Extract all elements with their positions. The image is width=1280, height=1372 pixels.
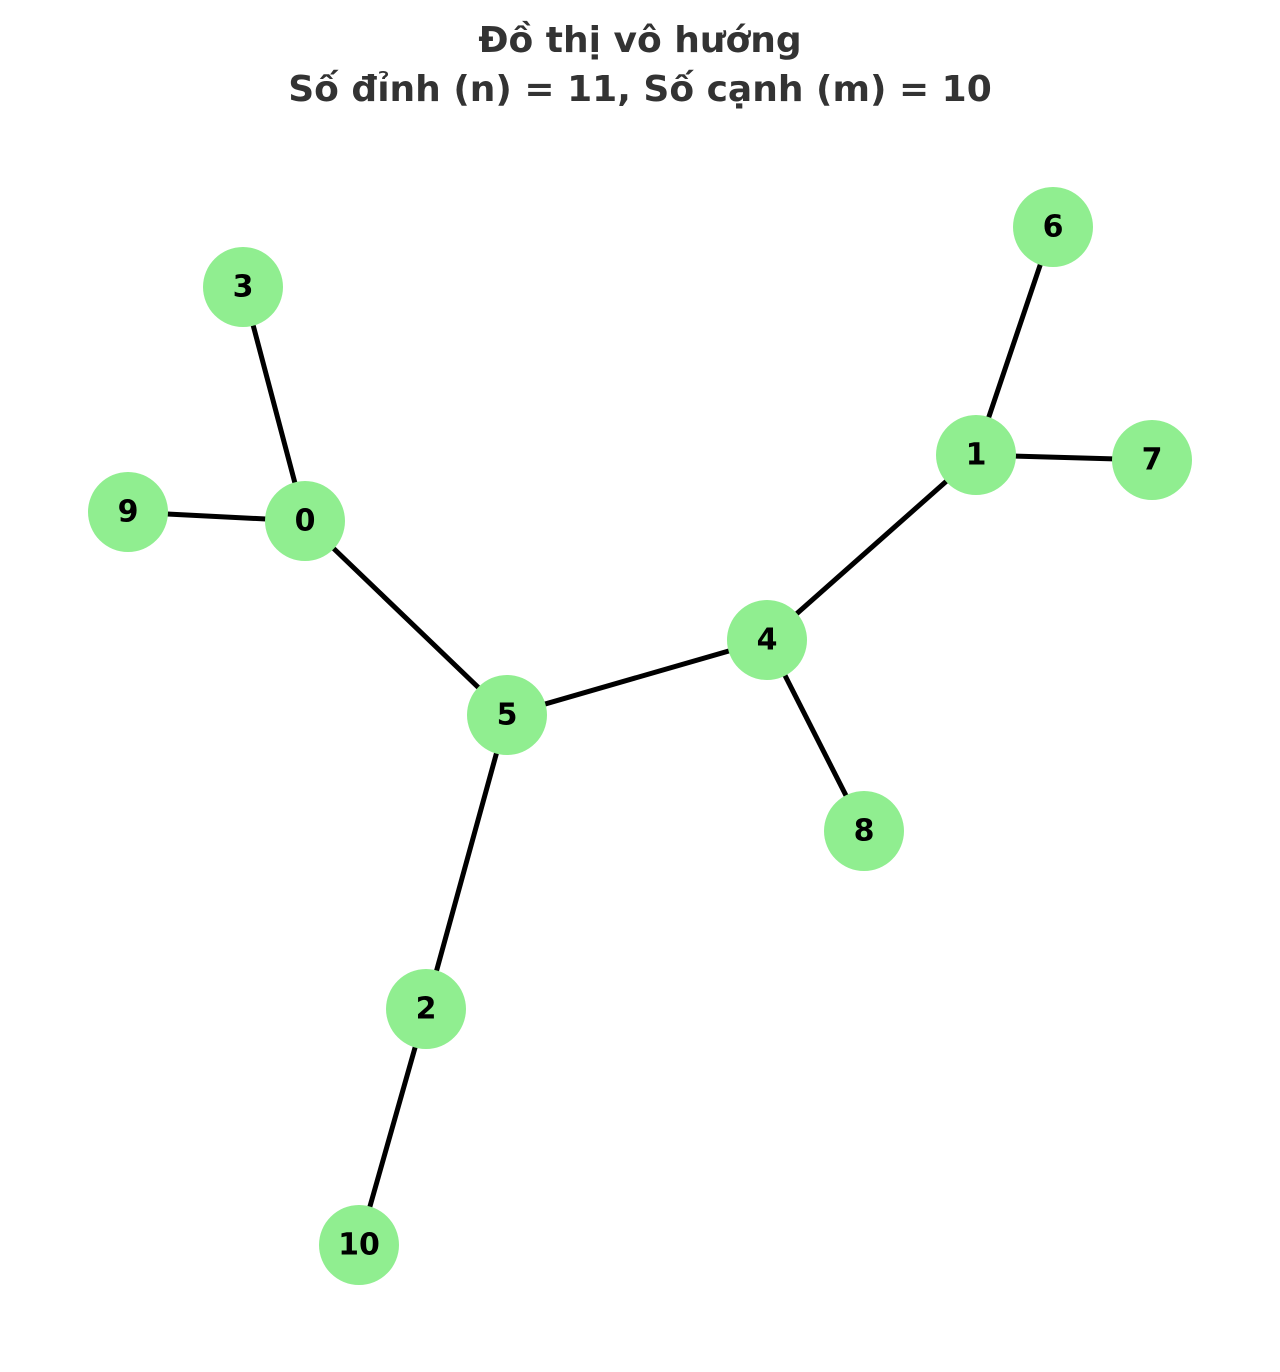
node-circle-5 [467,675,547,755]
node-10: 10 [319,1205,399,1285]
edges-layer [127,226,1153,1246]
edge-5-2 [423,714,510,1010]
node-label-6: 6 [1043,210,1064,245]
node-label-9: 9 [118,495,139,530]
node-circle-2 [386,969,466,1049]
graph-title: Đồ thị vô hướng [478,20,802,61]
edge-5-4 [506,637,768,718]
node-circle-4 [727,600,807,680]
graph-subtitle: Số đỉnh (n) = 11, Số cạnh (m) = 10 [288,69,992,110]
node-4: 4 [727,600,807,680]
node-label-5: 5 [497,698,518,733]
node-circle-8 [824,791,904,871]
node-label-10: 10 [338,1228,380,1263]
node-circle-1 [936,415,1016,495]
node-5: 5 [467,675,547,755]
node-label-4: 4 [757,623,778,658]
edge-4-1 [765,453,978,642]
node-circle-10 [319,1205,399,1285]
node-9: 9 [88,472,168,552]
node-circle-3 [203,247,283,327]
node-label-1: 1 [966,438,987,473]
node-8: 8 [824,791,904,871]
node-2: 2 [386,969,466,1049]
node-label-0: 0 [295,504,316,539]
node-3: 3 [203,247,283,327]
edge-1-6 [973,226,1056,456]
nodes-layer: 0 1 2 3 4 5 6 7 8 9 10 [88,187,1192,1285]
node-label-2: 2 [416,992,437,1027]
node-0: 0 [265,481,345,561]
edge-2-10 [356,1008,429,1246]
edge-0-3 [240,286,308,522]
node-circle-0 [265,481,345,561]
node-label-7: 7 [1142,443,1163,478]
node-7: 7 [1112,420,1192,500]
node-label-8: 8 [854,814,875,849]
edge-0-5 [303,519,509,717]
node-circle-7 [1112,420,1192,500]
node-6: 6 [1013,187,1093,267]
node-circle-9 [88,472,168,552]
node-circle-6 [1013,187,1093,267]
node-1: 1 [936,415,1016,495]
node-label-3: 3 [233,270,254,305]
